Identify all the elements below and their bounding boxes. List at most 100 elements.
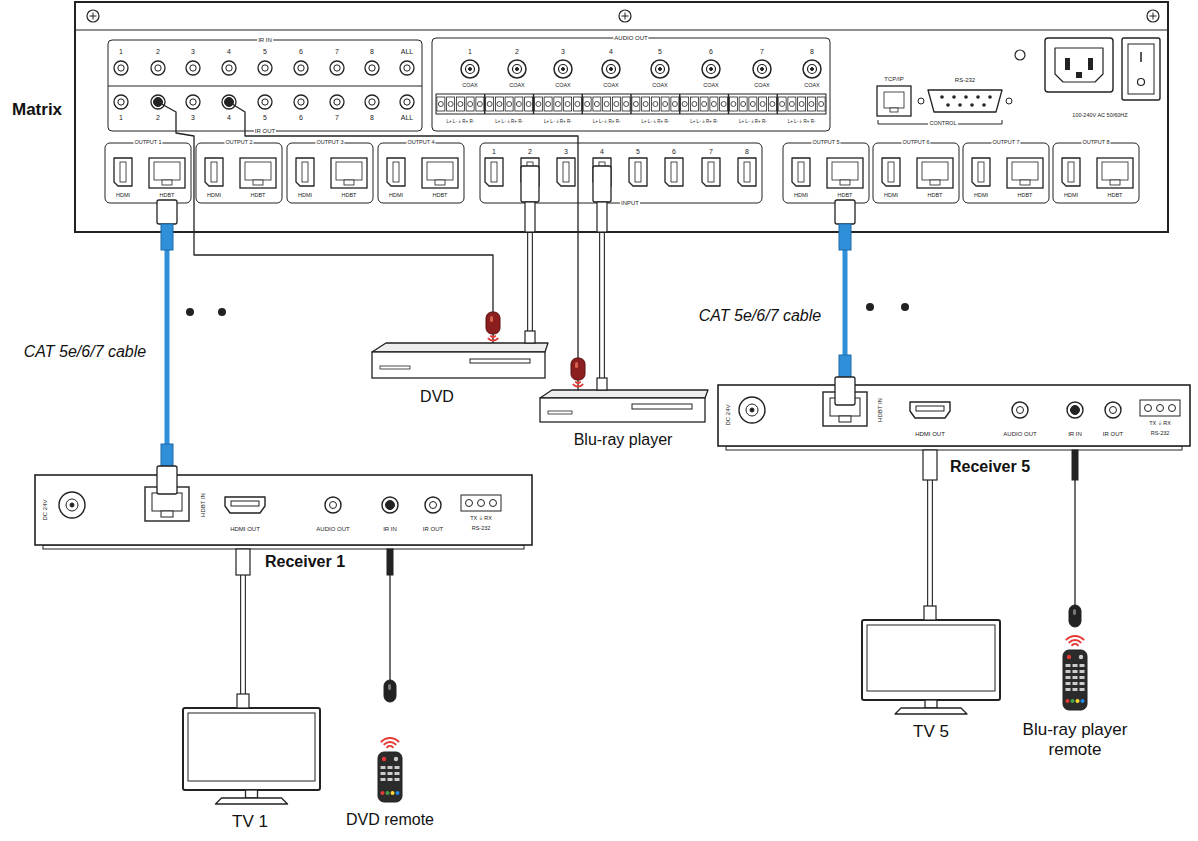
- terminal-cell: [729, 97, 737, 111]
- port-label: 8: [370, 48, 374, 55]
- hdmi-port: [114, 158, 132, 186]
- port-label: COAX: [509, 83, 525, 89]
- ir-plug: [1071, 406, 1080, 415]
- terminal-cell: [573, 97, 581, 111]
- terminal-cell: [564, 97, 572, 111]
- port-label: 2: [515, 48, 519, 55]
- terminal-cell: [622, 97, 630, 111]
- remote-button: [1076, 699, 1080, 703]
- panel-part: [382, 757, 386, 761]
- terminal-screw: [682, 102, 687, 107]
- port-label: COAX: [652, 83, 668, 89]
- remote-button: [395, 766, 400, 769]
- panel-part: [964, 95, 968, 99]
- jack: [425, 497, 441, 513]
- device-name: DVD remote: [346, 810, 434, 829]
- terminal-cell: [554, 97, 562, 111]
- terminal-cell: [525, 97, 533, 111]
- ir-wave: [1067, 636, 1084, 640]
- ir-cable: [1074, 595, 1075, 605]
- panel-part: [154, 162, 180, 180]
- panel-part: [982, 103, 986, 107]
- port-label: IR IN: [1068, 431, 1082, 437]
- port-label: 8: [810, 48, 814, 55]
- cable-line: [927, 480, 933, 620]
- dc-jack: [59, 492, 85, 518]
- rj45-port: [877, 86, 911, 116]
- terminal-cell: [476, 97, 484, 111]
- terminal-screw: [555, 102, 560, 107]
- output-group: [963, 143, 1049, 203]
- remote-button: [396, 791, 400, 795]
- port-label: RS-232: [472, 526, 491, 532]
- hdmi-port: [205, 158, 223, 186]
- control-bracket: [878, 120, 928, 124]
- panel-part: [490, 500, 497, 507]
- hdmi-port: [485, 158, 503, 186]
- port-label: 6: [672, 148, 676, 155]
- panel-part: [575, 362, 578, 368]
- port-label: HDBT: [251, 193, 266, 199]
- port-label: RS-232: [1151, 431, 1170, 437]
- cable-line: [527, 232, 533, 343]
- panel-part: [330, 502, 337, 509]
- jack-hole: [226, 65, 232, 71]
- panel-part: [884, 92, 904, 108]
- panel-part: [466, 500, 473, 507]
- tv-neck: [246, 790, 258, 798]
- terminal-screw: [750, 102, 755, 107]
- port-label: AUDIO OUT: [1003, 431, 1036, 437]
- coax-jack: [602, 60, 620, 78]
- terminal-screw: [477, 102, 482, 107]
- device-node: DVD: [372, 343, 548, 408]
- panel-part: [839, 416, 851, 422]
- terminal-cell: [700, 97, 708, 111]
- panel-part: [161, 511, 173, 517]
- port-label: 4: [227, 48, 231, 55]
- continuation-dot: [901, 303, 909, 311]
- wire: [1153, 13, 1154, 20]
- terminal-screw: [789, 102, 794, 107]
- remote-button: [381, 778, 386, 781]
- terminal-cell: [661, 97, 669, 111]
- panel-part: [635, 162, 641, 182]
- device-name: Blu-ray player: [574, 430, 673, 449]
- port-label: L+ L- ⏚ R+ R-: [495, 120, 523, 125]
- port-label: 3: [191, 114, 195, 121]
- terminal-block: [461, 495, 501, 511]
- tv-panel: [188, 713, 315, 781]
- panel-part: [1017, 407, 1024, 414]
- port-label: 5: [263, 48, 267, 55]
- jack: [258, 61, 272, 75]
- panel-part: [231, 501, 259, 506]
- panel-part: [958, 103, 962, 107]
- disc-slot: [470, 359, 530, 363]
- terminal-screw: [526, 102, 531, 107]
- port-label: 2: [528, 148, 532, 155]
- port-label: HDMI: [974, 193, 988, 199]
- panel-part: [559, 65, 568, 74]
- hdmi-port: [1062, 158, 1080, 186]
- panel-part: [659, 68, 662, 71]
- panel-part: [393, 162, 399, 182]
- panel-part: [840, 180, 850, 185]
- jack-hole: [190, 99, 196, 105]
- remote-control: [378, 752, 402, 802]
- terminal-cell: [739, 97, 747, 111]
- terminal-divider: [533, 94, 534, 114]
- input-group: [480, 143, 762, 203]
- device-node: Receiver 1: [35, 475, 532, 575]
- port-label: HDBT: [838, 193, 853, 199]
- terminal-divider: [582, 94, 583, 114]
- terminal-screw: [672, 102, 677, 107]
- port-label: 3: [561, 48, 565, 55]
- panel-part: [1079, 655, 1083, 659]
- cable: [530, 232, 531, 343]
- terminal-screw: [653, 102, 658, 107]
- port-label: L+ L- ⏚ R+ R-: [739, 120, 767, 125]
- panel-part: [758, 65, 767, 74]
- port-label: 2: [156, 114, 160, 121]
- port-label: IR OUT: [1103, 431, 1123, 437]
- matrix-panel: [75, 2, 1168, 232]
- device-node: Matrix: [8, 0, 1170, 232]
